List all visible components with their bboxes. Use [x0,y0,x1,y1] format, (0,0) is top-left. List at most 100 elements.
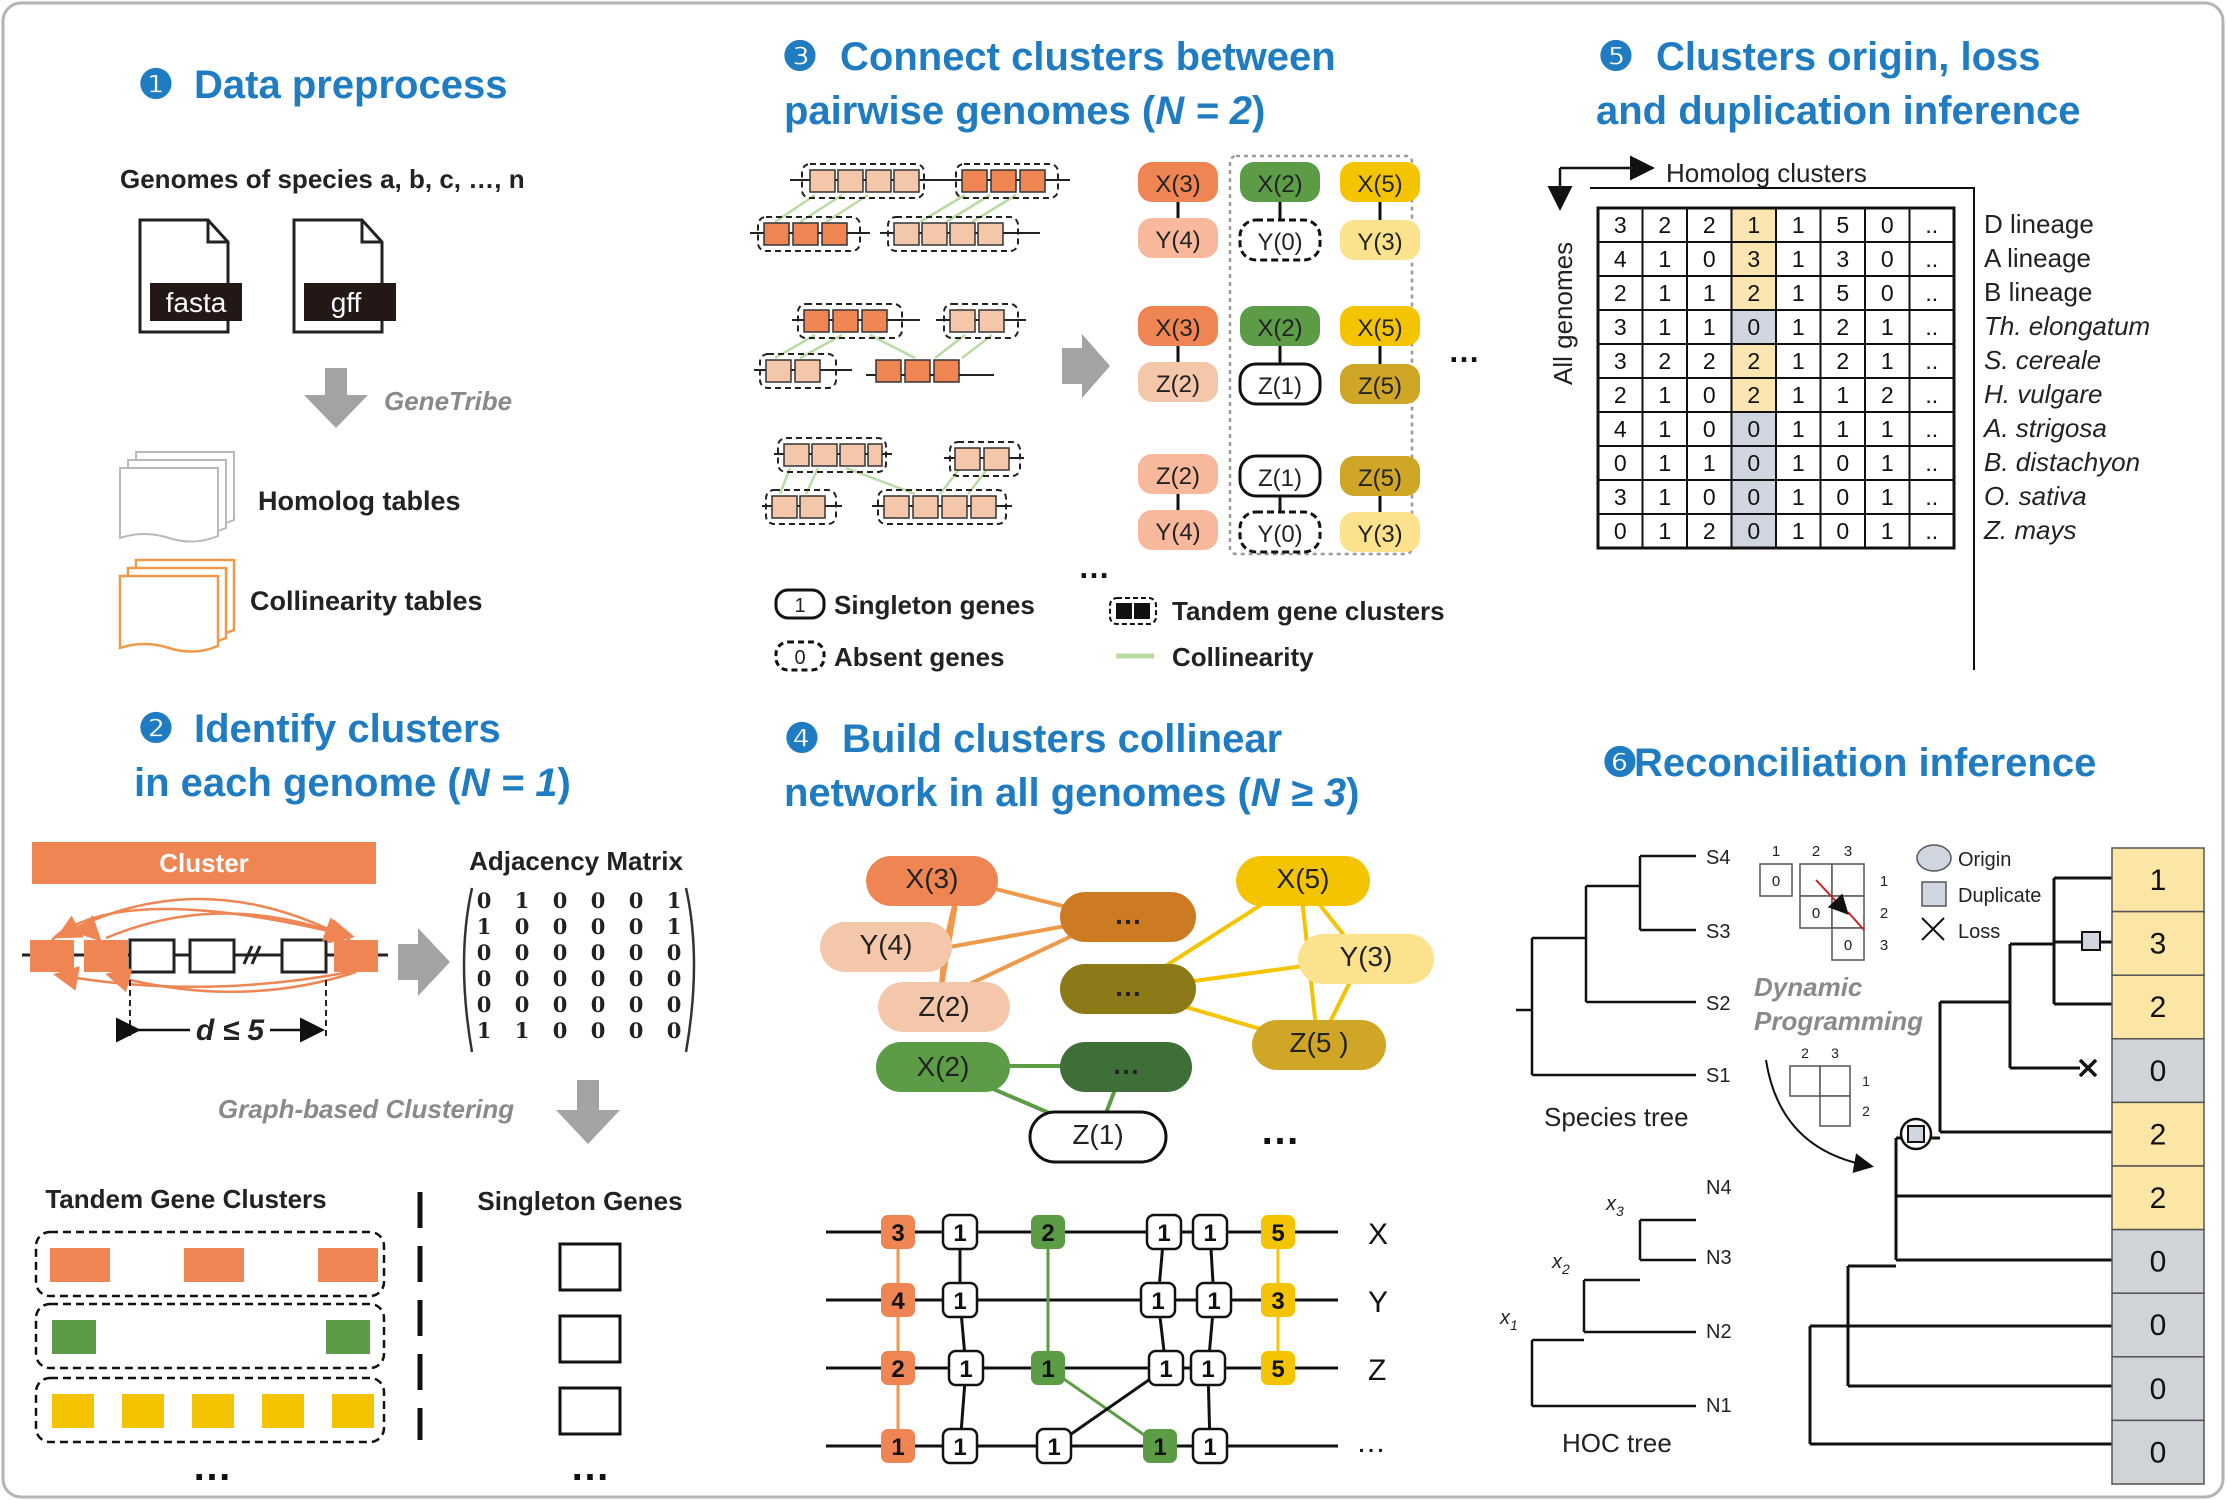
singleton-gene [558,1386,622,1436]
bar-cell [2111,1165,2205,1231]
loss-icon [1921,917,1945,941]
pair-node: Z(1) [1258,465,1302,492]
cluster-label: Cluster [159,848,249,878]
matrix-cell-value: 0 [1881,212,1894,238]
matrix-cell-value: 0 [1703,246,1716,272]
track-node-value: 1 [1153,1434,1166,1461]
matrix-cell-value: 3 [1614,348,1627,374]
matrix-cell-value: 2 [1703,518,1716,544]
internal-node-x3: x3 [1605,1193,1624,1219]
dp-cell: 0 [1812,905,1820,922]
matrix-cell: 0 [667,992,682,1017]
track-node-value: 4 [891,1288,905,1315]
duplicate-marker-icon [1907,1125,1925,1143]
matrix-cell-value: 1 [1658,484,1671,510]
matrix-cell-value: 0 [1747,416,1760,442]
panel-1-title: Data preprocess [194,63,507,107]
pairs-ellipsis-2: … [1078,549,1110,585]
matrix-cell-value: 2 [1614,382,1627,408]
species-leaf: S4 [1706,847,1730,869]
matrix-cell-value: 2 [1836,348,1849,374]
absent-pairs-box [1228,154,1414,556]
fasta-label: fasta [166,287,227,318]
matrix-cell-bg [1686,275,1733,311]
dp-cell: 0 [1772,873,1780,890]
matrix-cell-value: 0 [1747,484,1760,510]
dp-col-label: 2 [1801,1045,1809,1061]
track-node [1189,1349,1227,1387]
matrix-cell-bg [1908,411,1955,447]
collinearity-block-1 [750,163,1070,252]
track-node [1139,1281,1177,1319]
species-leaf: S2 [1706,993,1730,1015]
hoc-leaf: N4 [1706,1177,1732,1199]
track-node-value: 1 [1203,1434,1216,1461]
matrix-cell: 1 [515,888,530,913]
matrix-cell-value: 1 [1881,314,1894,340]
matrix-cell-value: .. [1925,518,1938,544]
matrix-cell-value: 1 [1703,314,1716,340]
dp-cell: 0 [1844,937,1852,954]
matrix-cell-value: 1 [1658,280,1671,306]
panel-5-origin-loss-duplication: ❺ Clusters origin, loss and duplication … [1547,35,2150,670]
dp-row-label: 1 [1880,873,1888,890]
matrix-cell-value: 4 [1614,246,1627,272]
matrix-cell: 0 [591,914,606,939]
matrix-cell: 1 [667,914,682,939]
track-node [1195,1281,1233,1319]
matrix-cell: 0 [591,888,606,913]
matrix-cell-value: 2 [1747,348,1760,374]
track-node [1261,1283,1295,1317]
matrix-cell-value: 5 [1836,212,1849,238]
panel-1-number: ❶ [138,63,174,107]
dp-row-label: 1 [1862,1073,1870,1089]
homolog-tables-label: Homolog tables [258,486,461,516]
panel-3-number: ❸ [782,35,818,79]
singleton-genes-title: Singleton Genes [477,1186,682,1216]
tandem-ellipsis: … [192,1445,232,1489]
matrix-cell-value: 0 [1703,382,1716,408]
legend-origin: Origin [1958,849,2011,871]
pair-node: Z(2) [1156,371,1200,398]
matrix-cell: 0 [477,966,492,991]
track-node [1145,1213,1183,1251]
bar-cell-value: 2 [2150,991,2167,1024]
matrix-cell: 0 [515,940,530,965]
fasta-file-icon: fasta [138,218,242,334]
gene-chain [22,897,388,1043]
matrix-cell-bg [1730,377,1777,413]
pair-node: X(2) [1257,171,1302,198]
track-node-value: 1 [1157,1220,1170,1247]
genome-label: Z. mays [1983,515,2076,545]
species-tree-label: Species tree [1544,1102,1689,1132]
matrix-cell-value: 0 [1747,518,1760,544]
genome-label: H. vulgare [1984,379,2103,409]
pair-node: Z(5) [1358,465,1402,492]
matrix-cell-value: 1 [1658,450,1671,476]
matrix-cell: 0 [553,914,568,939]
track-node [1261,1351,1295,1385]
dp-row-label: 2 [1880,905,1888,922]
matrix-cell-value: 1 [1792,348,1805,374]
track-row-label: … [1356,1426,1386,1459]
matrix-cell-value: 1 [1747,212,1760,238]
dp-row-label: 2 [1862,1103,1870,1119]
matrix-cell-bg [1686,309,1733,345]
distance-label: d ≤ 5 [196,1014,265,1047]
tandem-cluster-2 [34,1302,386,1370]
pair-node: Y(3) [1357,521,1402,548]
matrix-cell: 0 [553,940,568,965]
matrix-cell-value: 0 [1747,314,1760,340]
matrix-cell: 0 [553,966,568,991]
cluster-bar [32,842,376,884]
pair-node: X(2) [1257,315,1302,342]
pair-node: Y(0) [1257,229,1302,256]
matrix-cell-value: .. [1925,280,1938,306]
bar-cell [2111,910,2205,976]
bar-cell-value: 3 [2150,928,2167,961]
genome-label: S. cereale [1984,345,2101,375]
matrix-cell-value: .. [1925,450,1938,476]
pair-node: Z(2) [1156,463,1200,490]
bar-cell [2111,847,2205,913]
